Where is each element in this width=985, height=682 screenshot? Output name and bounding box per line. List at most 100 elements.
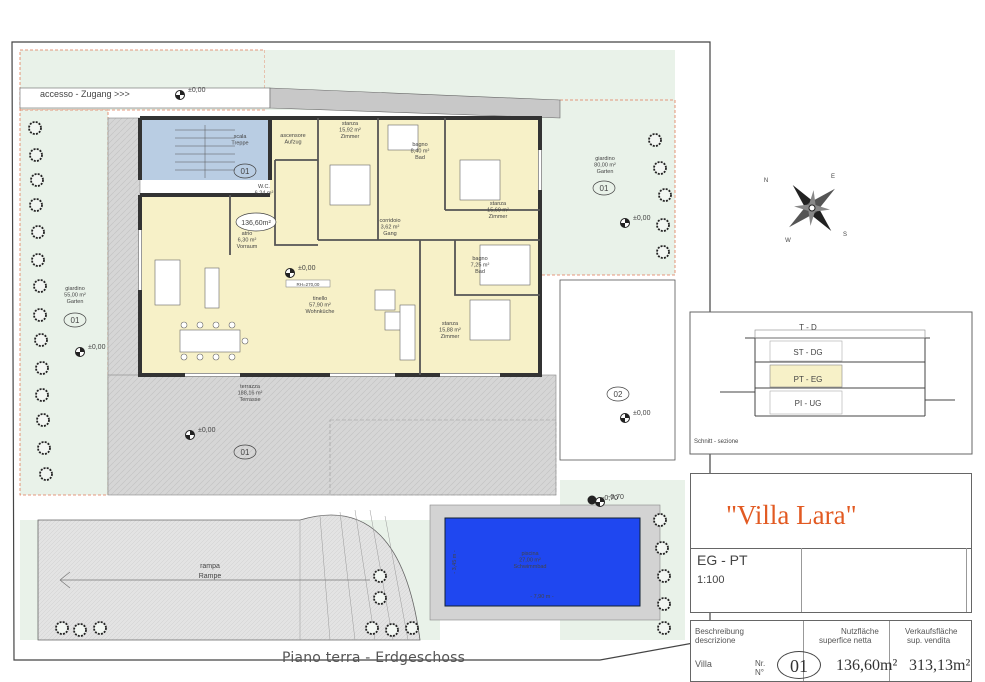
tree-icon [373,591,387,605]
net-header-de: Nutzfläche [841,627,879,636]
room-label-scala: scala [234,134,248,140]
tree-icon [653,161,667,175]
tree-icon [33,308,47,322]
pool-width-dim: - 7,90 m - [530,594,554,600]
section-level-label: T - D [799,323,817,332]
level-marker-fill [285,268,295,278]
room-label-giardino_ne: 80,00 m² [594,163,616,169]
nr-label-it: N° [755,668,764,677]
room-label-stanza1: stanza [342,121,359,127]
room-label-bagno2: 7,25 m² [471,263,490,269]
ramp [37,514,421,641]
level-marker-fill [620,218,630,228]
area-tag: 02 [614,390,623,399]
level-value: ±0,00 [633,410,651,417]
area-tag: 01 [71,316,80,325]
room-label-tinello: 57,90 m² [309,303,331,309]
tree-icon [655,541,669,555]
sale-header-it: sup. vendita [907,636,951,645]
compass-s: S [843,232,847,238]
title-panel: "Villa Lara" EG - PT 1:100 [690,473,972,613]
tree-icon [35,388,49,402]
room-label-terrazza: 188,16 m² [238,391,263,397]
room-label-piscina: Schwimmbad [513,564,546,570]
room-label-corridoio: 3,62 m² [381,225,400,231]
tree-icon [73,623,87,637]
tree-icon [39,467,53,481]
compass-n: N [764,178,768,184]
level-marker-icon [587,495,597,505]
room-label-piscina: piscina [521,551,539,557]
area-tag-ring [592,180,616,196]
area-tag: 01 [600,184,609,193]
compass-w: W [785,238,791,244]
tree-icon [31,253,45,267]
tree-icon [405,621,419,635]
section-level-label: PT - EG [794,375,823,384]
level-value: ±0,00 [198,427,216,434]
tree-icon [93,621,107,635]
room-label-tinello: tinello [313,296,327,302]
tree-icon [28,121,42,135]
level-marker-fill [595,497,605,507]
height-tag: RH=270,00 [297,282,320,287]
room-label-stanza3: Zimmer [441,334,460,340]
room-label-stanza1: Zimmer [341,134,360,140]
tree-icon [653,513,667,527]
section-caption: Schnitt - sezione [694,439,739,445]
room-label-tinello: Wohnküche [306,309,335,315]
room-label-stanza2: Zimmer [489,214,508,220]
project-title: "Villa Lara" [726,500,857,530]
ramp-label-it: rampa [200,563,220,570]
tree-icon [36,413,50,427]
tree-icon [385,623,399,637]
terrace-paving [107,374,557,496]
tree-icon [29,148,43,162]
room-label-giardino_w: giardino [65,286,85,292]
room-label-ascensore: ascensore [280,133,305,139]
tree-icon [30,173,44,187]
room-label-atrio: Vorraum [237,244,258,250]
tree-icon [33,279,47,293]
level-marker-fill [185,430,195,440]
pool [444,517,641,607]
room-label-giardino_ne: Garten [597,169,614,175]
compass-rose [789,185,835,231]
drawing-code: EG - PT [697,552,748,568]
tree-icon [55,621,69,635]
room-label-terrazza: terrazza [240,384,261,390]
area-tag: 01 [241,448,250,457]
room-label-ascensore: Aufzug [284,140,301,146]
room-label-terrazza: Terrasse [239,397,260,403]
room-label-wc: 6,24 m² [255,191,274,197]
room-label-atrio: atrio [242,231,253,237]
level-value: ±0,00 [298,265,316,272]
level-value: ±0,00 [188,87,206,94]
pool-level-value: -0,70 [602,495,618,502]
level-value: ±0,00 [633,215,651,222]
area-tag-ring [606,386,630,402]
tree-icon [648,133,662,147]
room-label-stanza1: 15,92 m² [339,128,361,134]
room-label-piscina: 27,00 m² [519,558,541,564]
room-label-bagno1: 8,40 m² [411,149,430,155]
room-label-wc: W.C. [258,184,270,190]
access-label: accesso - Zugang >>> [40,89,130,99]
room-label-stanza3: stanza [442,321,459,327]
total-area-tag: 136,60m² [241,220,271,227]
unit-number: 01 [777,651,821,679]
net-header-it: superfice netta [819,636,872,645]
ramp-steps [299,509,409,641]
area-tag: 01 [241,167,250,176]
ramp-label-de: Rampe [199,573,222,580]
tree-icon [29,198,43,212]
drawing-scale: 1:100 [697,574,725,586]
tree-icon [365,621,379,635]
tree-icon [31,225,45,239]
tree-icon [656,218,670,232]
room-label-giardino_w: Garten [67,299,84,305]
room-label-stanza2: stanza [490,201,507,207]
room-label-bagno2: bagno [472,256,487,262]
nr-label: Nr. [755,659,766,668]
trees [28,121,672,637]
